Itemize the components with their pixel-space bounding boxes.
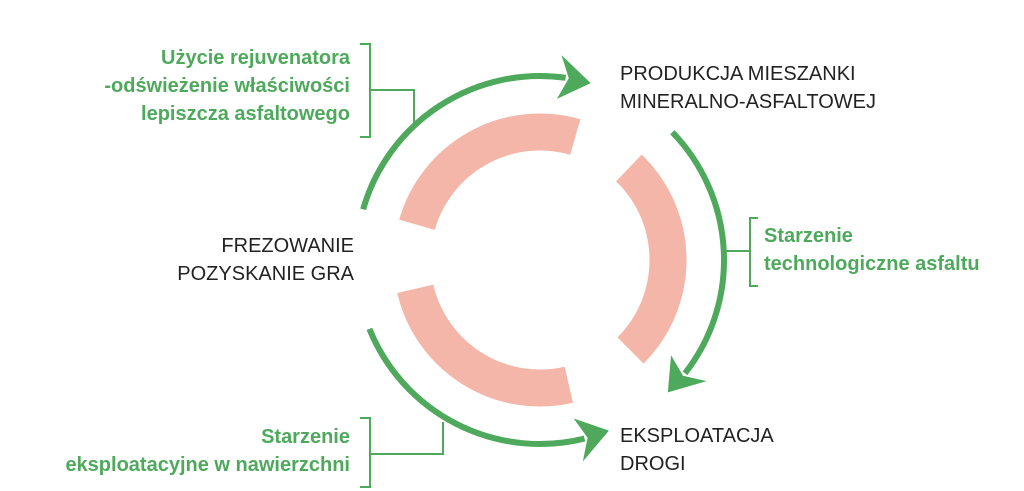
pink-segment-top [399,113,581,231]
bracket-tech-aging [726,217,758,287]
stage-milling-line1: FREZOWANIE [221,235,354,257]
stage-production-line2: MINERALNO-ASFALTOWEJ [620,91,876,113]
stage-exploitation: EKSPLOATACJA DROGI [620,422,774,478]
bracket-rejuvenator [360,43,415,138]
stage-exploitation-line2: DROGI [620,453,686,475]
stage-milling-line2: POZYSKANIE GRA [177,263,354,285]
stage-production: PRODUKCJA MIESZANKI MINERALNO-ASFALTOWEJ [620,60,876,116]
process-use-aging-line1: Starzenie [261,426,350,448]
process-rejuvenator-line1: Użycie rejuvenatora [161,47,350,69]
stage-milling: FREZOWANIE POZYSKANIE GRA [177,232,354,288]
process-rejuvenator-line2: -odświeżenie właściwości [104,75,350,97]
process-rejuvenator-line3: lepiszcza asfaltowego [141,103,350,125]
process-tech-aging-line1: Starzenie [764,225,853,247]
arrow-to-production-icon [360,55,591,211]
process-use-aging-line2: eksploatacyjne w nawierzchni [65,454,350,476]
stage-exploitation-line1: EKSPLOATACJA [620,425,774,447]
process-tech-aging-line2: technologiczne asfaltu [764,253,980,275]
process-tech-aging: Starzenie technologiczne asfaltu [764,222,980,278]
process-rejuvenator: Użycie rejuvenatora -odświeżenie właściw… [104,44,350,128]
arrow-to-exploitation-icon [667,130,727,393]
arrow-to-milling-icon [366,327,609,462]
bracket-lines [360,43,758,488]
pink-segment-right [615,154,687,364]
bracket-use-aging [360,417,444,488]
stage-production-line1: PRODUKCJA MIESZANKI [620,63,856,85]
process-use-aging: Starzenie eksploatacyjne w nawierzchni [65,423,350,479]
pink-segment-bottom [397,284,573,407]
